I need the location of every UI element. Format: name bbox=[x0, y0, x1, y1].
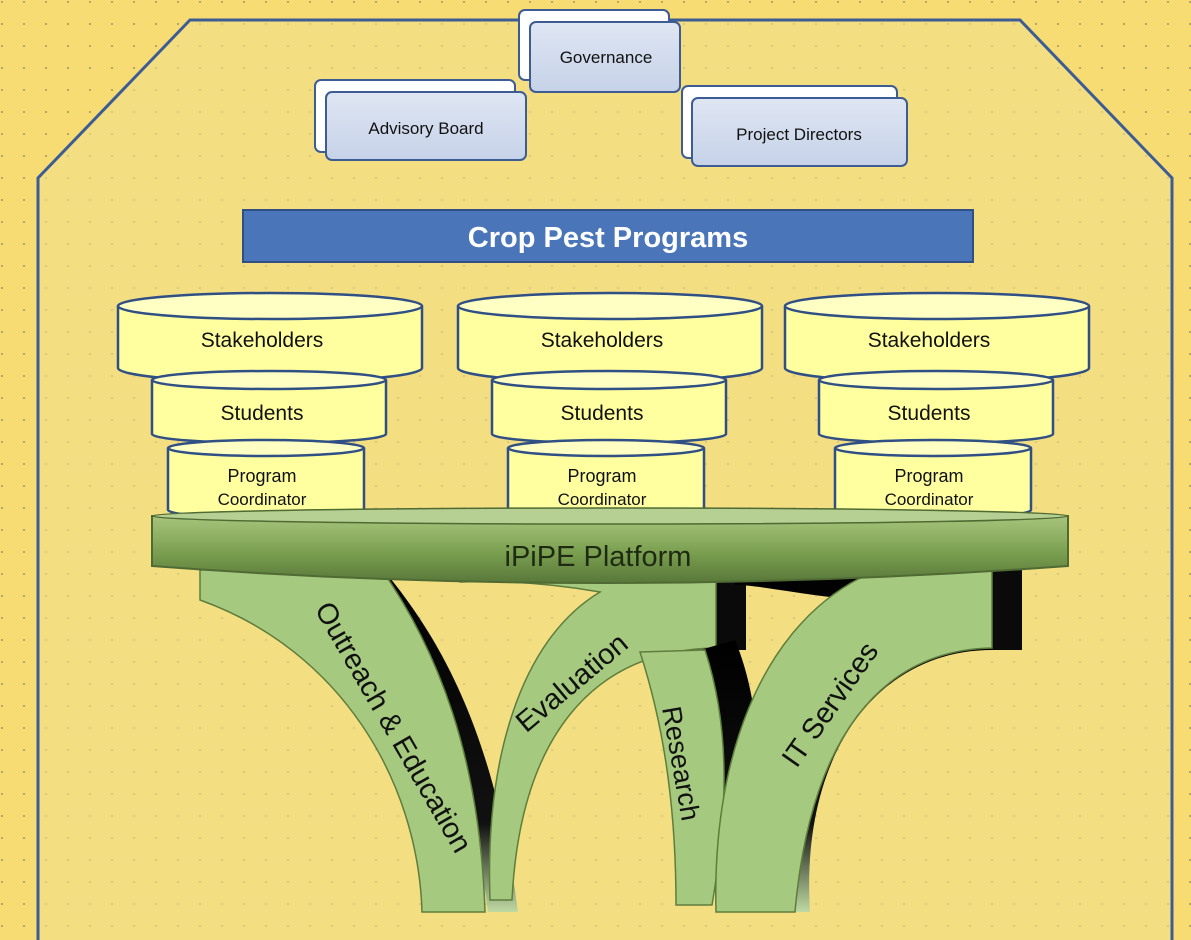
students-label: Students bbox=[888, 402, 971, 425]
support-outreach-education bbox=[199, 559, 518, 913]
advisory-board-box: Advisory Board bbox=[314, 79, 527, 161]
platform-label: iPiPE Platform bbox=[505, 541, 692, 573]
program-label: Program bbox=[227, 466, 296, 486]
governance-label: Governance bbox=[560, 48, 653, 67]
program-coordinator-cylinder: Program Coordinator bbox=[506, 438, 706, 520]
crop-pest-programs-banner bbox=[242, 209, 974, 263]
project-directors-box: Project Directors bbox=[681, 85, 908, 167]
banner-title: Crop Pest Programs bbox=[468, 222, 748, 254]
students-label: Students bbox=[561, 402, 644, 425]
program-column: Stakeholders Students Program Coordinato… bbox=[116, 291, 424, 520]
coordinator-label: Coordinator bbox=[558, 490, 647, 509]
stakeholders-label: Stakeholders bbox=[201, 329, 324, 352]
stakeholders-cylinder: Stakeholders bbox=[783, 291, 1091, 384]
coordinator-label: Coordinator bbox=[218, 490, 307, 509]
advisory-board-label: Advisory Board bbox=[368, 119, 483, 138]
project-directors-label: Project Directors bbox=[736, 125, 862, 144]
students-cylinder: Students bbox=[817, 369, 1055, 445]
students-cylinder: Students bbox=[150, 369, 388, 445]
governance-box: Governance bbox=[518, 9, 681, 93]
stakeholders-label: Stakeholders bbox=[541, 329, 664, 352]
program-coordinator-cylinder: Program Coordinator bbox=[833, 438, 1033, 520]
program-label: Program bbox=[567, 466, 636, 486]
coordinator-label: Coordinator bbox=[885, 490, 974, 509]
program-label: Program bbox=[894, 466, 963, 486]
stakeholders-cylinder: Stakeholders bbox=[456, 291, 764, 384]
program-column: Stakeholders Students Program Coordinato… bbox=[456, 291, 764, 520]
stakeholders-label: Stakeholders bbox=[868, 329, 991, 352]
students-cylinder: Students bbox=[490, 369, 728, 445]
ipipe-platform: iPiPE Platform bbox=[151, 507, 1069, 584]
support-it-services bbox=[715, 559, 1022, 913]
program-column: Stakeholders Students Program Coordinato… bbox=[783, 291, 1091, 520]
stakeholders-cylinder: Stakeholders bbox=[116, 291, 424, 384]
students-label: Students bbox=[221, 402, 304, 425]
program-coordinator-cylinder: Program Coordinator bbox=[166, 438, 366, 520]
program-columns: Stakeholders Students Program Coordinato… bbox=[116, 291, 1091, 520]
